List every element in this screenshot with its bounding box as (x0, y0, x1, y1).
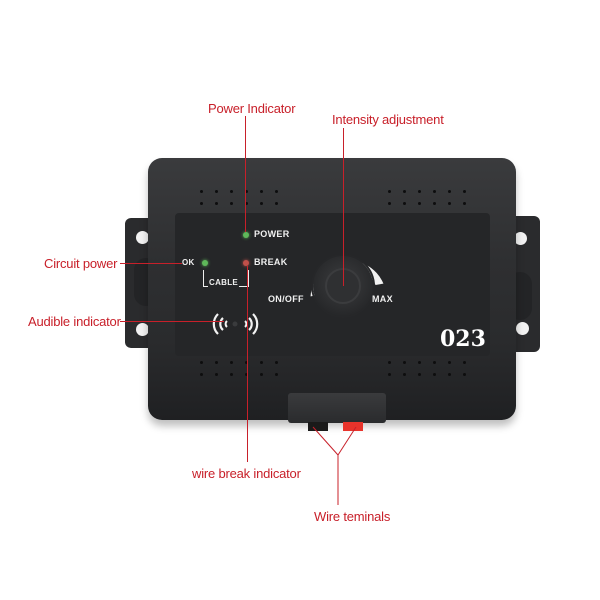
sound-waves-icon (212, 313, 259, 335)
audible-leader (120, 321, 224, 322)
black-wire-terminal (308, 422, 328, 431)
wire-terminals-leader (312, 426, 357, 505)
power-label: POWER (254, 229, 290, 239)
vent-bottom-left (200, 361, 290, 385)
right-top-screw-hole (514, 232, 527, 245)
right-bottom-screw-hole (516, 322, 529, 335)
max-label: MAX (372, 294, 393, 304)
ok-label: OK (182, 258, 195, 267)
ok-led (202, 260, 208, 266)
circuit-power-leader (120, 263, 182, 264)
wire-break-leader (247, 266, 248, 462)
left-top-screw-hole (136, 231, 149, 244)
intensity-adjustment-label: Intensity adjustment (332, 112, 444, 127)
vent-top-right (388, 190, 478, 214)
wire-break-indicator-label: wire break indicator (192, 466, 301, 481)
red-wire-terminal (343, 422, 363, 431)
power-indicator-label: Power Indicator (208, 101, 296, 116)
vent-top-left (200, 190, 290, 214)
vent-bottom-right (388, 361, 478, 385)
cable-label: CABLE (208, 278, 240, 287)
break-label: BREAK (254, 257, 288, 267)
intensity-leader (343, 128, 344, 286)
terminal-housing (288, 393, 386, 423)
circuit-power-label: Circuit power (44, 256, 118, 271)
left-bottom-screw-hole (136, 323, 149, 336)
intensity-knob[interactable] (313, 256, 373, 316)
break-led (243, 260, 249, 266)
power-led (243, 232, 249, 238)
wire-terminals-label: Wire teminals (314, 509, 391, 524)
model-number: 023 (440, 326, 486, 352)
on-off-label: ON/OFF (268, 294, 304, 304)
power-indicator-leader (245, 116, 246, 232)
audible-indicator-label: Audible indicator (28, 314, 121, 329)
